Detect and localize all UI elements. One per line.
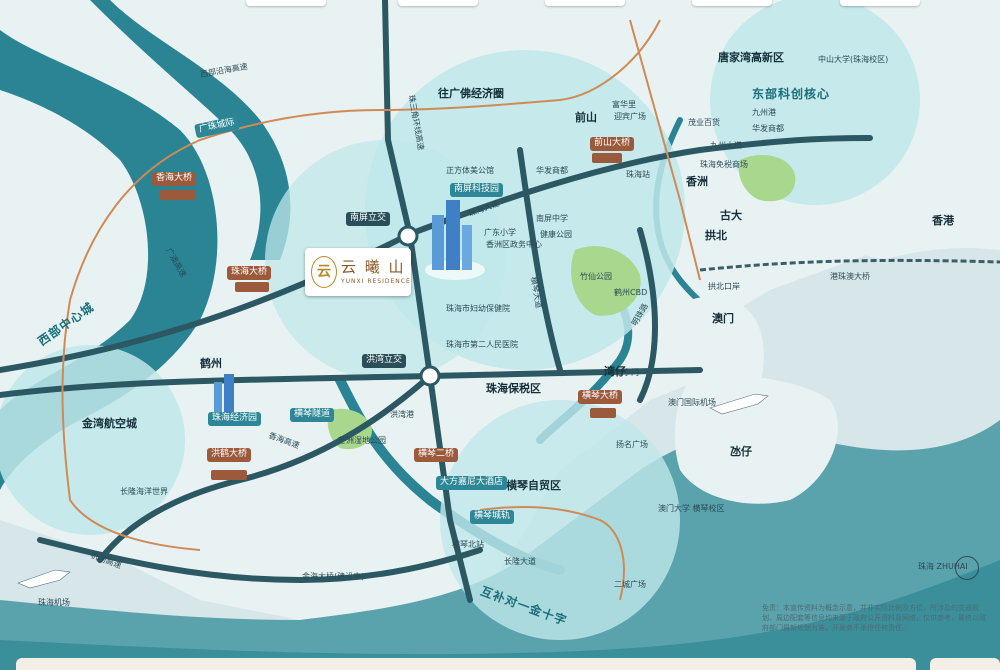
place-jinwan: 金湾航空城 <box>82 417 137 430</box>
place-zhuhai-airport: 珠海机场 <box>38 598 70 607</box>
place-sysu: 中山大学(珠海校区) <box>818 55 889 64</box>
place-gongbei: 拱北 <box>705 229 727 242</box>
poi-1: 南屏科技园 <box>450 183 504 197</box>
compass-label: 珠海 ZHUHAI <box>918 562 968 571</box>
project-subtitle: YUNXI RESIDENCE <box>341 278 411 285</box>
place-taipa: 氹仔 <box>730 445 752 458</box>
project-logo: 云 <box>311 256 337 288</box>
poi-12: 珠海站 <box>626 170 650 179</box>
zone-dongbu: 东部科创核心 <box>752 87 831 101</box>
place-aomen: 澳门 <box>712 312 734 325</box>
top-tab-1[interactable] <box>246 0 326 6</box>
zone-qianshan: 往广佛经济圈 <box>438 87 504 100</box>
poi-11: 大方嘉尼大酒店 <box>436 476 508 490</box>
poi-6: 竹仙公园 <box>580 272 612 281</box>
disclaimer: 免责：本宣传资料为概念示意，并非实际比例及方位，所涉及的交通规划、周边配套等信息… <box>762 604 986 633</box>
zone-hengqin: 横琴自贸区 <box>506 479 561 492</box>
footer-button[interactable] <box>930 658 1000 670</box>
poi-15: 珠海免税商场 <box>700 160 748 169</box>
poi-2: 华发商都 <box>536 166 568 175</box>
bridge-zhuhai: 珠海大桥 <box>227 266 272 280</box>
place-gushan: 古大 <box>720 209 742 222</box>
poi-13: 华发商都 <box>752 124 784 133</box>
poi-22: 珠海经济园 <box>208 412 262 426</box>
top-tab-5[interactable] <box>840 0 920 6</box>
project-card[interactable]: 云 云 曦 山 YUNXI RESIDENCE <box>305 248 411 296</box>
place-wanzai: 湾仔 <box>604 365 626 378</box>
road-jiuzhou: 九州大道 <box>710 141 742 150</box>
road-changlong: 长隆大道 <box>504 557 536 566</box>
bridge-honghe: 洪鹤大桥 <box>207 448 252 462</box>
poi-4: 广东小学 <box>484 228 516 237</box>
place-doumen: 鹤州 <box>200 357 222 370</box>
poi-17: 富华里 <box>612 100 636 109</box>
poi-5: 香洲区政务中心 <box>486 240 542 249</box>
bridge-hengqin-2: 横琴二桥 <box>414 448 459 462</box>
top-tab-2[interactable] <box>398 0 478 6</box>
place-um: 澳门大学 横琴校区 <box>658 504 725 513</box>
road-jinhai: 金海大桥(建设中) <box>302 572 365 581</box>
top-tab-3[interactable] <box>545 0 625 6</box>
rail-hengzhu: 横琴城轨 <box>470 510 515 524</box>
place-hongkong: 香港 <box>932 214 954 227</box>
poi-20: 扬名广场 <box>616 440 648 449</box>
road-gangzhu: 港珠澳大桥 <box>830 272 870 281</box>
zone-zhuhai-bao: 珠海保税区 <box>486 382 541 395</box>
poi-16: 茂业百货 <box>688 118 720 127</box>
top-tab-4[interactable] <box>692 0 772 6</box>
place-gongbei-port: 拱北口岸 <box>708 282 740 291</box>
place-hengqin-north: 横琴北站 <box>452 540 484 549</box>
poi-18: 迎宾广场 <box>614 112 646 121</box>
poi-14: 九州港 <box>752 108 776 117</box>
compass-icon <box>955 556 979 580</box>
bridge-qianshan: 前山大桥 <box>590 137 635 151</box>
interchange-nanping[interactable]: 南屏立交 <box>346 212 391 226</box>
poi-9: 珠海市第二人民医院 <box>446 340 518 349</box>
bridge-xianghai: 香海大桥 <box>152 172 197 186</box>
poi-10: 芒洲湿地公园 <box>338 436 386 445</box>
poi-7: 健康公园 <box>540 230 572 239</box>
poi-19: 二城广场 <box>614 580 646 589</box>
road-shizimen: 十字门 <box>615 368 639 377</box>
place-xiangzhou: 香洲 <box>686 175 708 188</box>
place-qianshan: 前山 <box>575 111 597 124</box>
poi-23: 鹤州CBD <box>614 288 648 297</box>
footer-panel <box>16 658 916 670</box>
project-name: 云 曦 山 <box>341 258 406 276</box>
place-hongwan-port: 洪湾港 <box>390 410 414 419</box>
poi-3: 南屏中学 <box>536 214 568 223</box>
bridge-hengqin: 横琴大桥 <box>578 390 623 404</box>
interchange-hongwan[interactable]: 洪湾立交 <box>362 354 407 368</box>
tunnel-hengqin: 横琴隧道 <box>290 408 335 422</box>
poi-0: 正方体美公馆 <box>446 166 494 175</box>
poi-8: 珠海市妇幼保健院 <box>446 304 510 313</box>
poi-21: 长隆海洋世界 <box>120 487 168 496</box>
zone-tangjia: 唐家湾高新区 <box>718 51 784 64</box>
place-macau-airport: 澳门国际机场 <box>668 398 716 407</box>
